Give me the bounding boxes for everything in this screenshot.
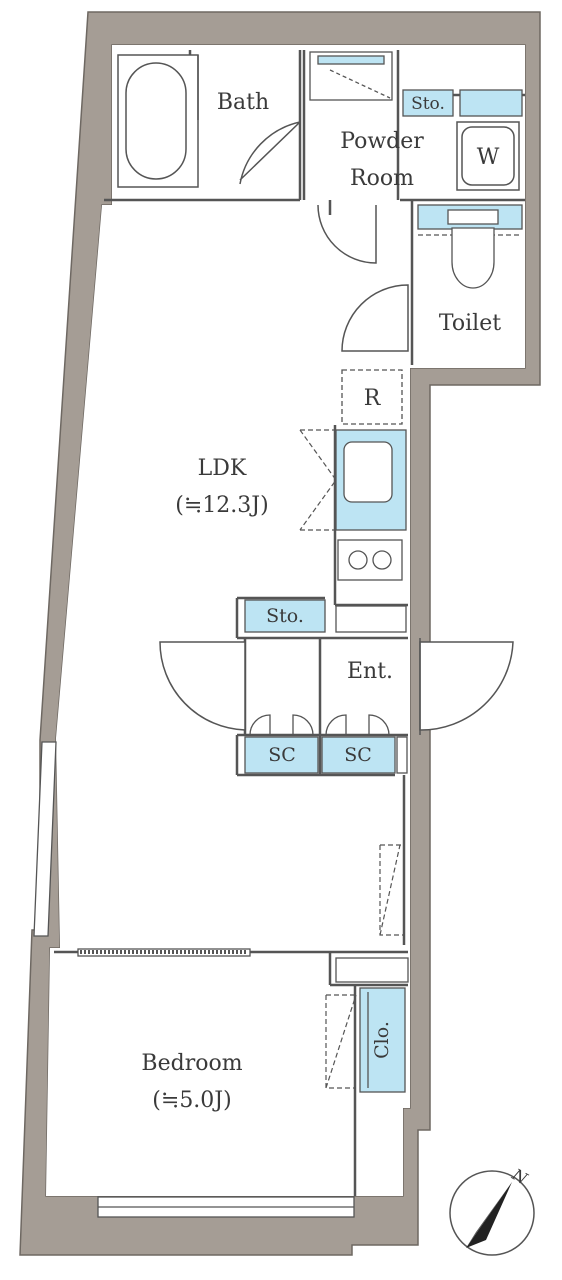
closet-label: Clo. [371, 1021, 393, 1059]
powder-sink [309, 51, 393, 101]
bedroom-area-label: (≒5.0J) [152, 1088, 231, 1113]
hall-closet-door [379, 844, 404, 936]
storage-mid-label: Sto. [266, 605, 304, 627]
windows [33, 741, 355, 1218]
meter-box [396, 736, 408, 774]
shoe-closet-right-fill [321, 736, 396, 774]
compass-icon: N [449, 1164, 535, 1256]
counter-shelf [335, 605, 407, 633]
bath-label: Bath [217, 90, 269, 115]
kitchen-sink [343, 441, 393, 503]
powder-room-label-2: Room [350, 166, 414, 191]
shoe-closet-doors [249, 714, 390, 736]
shoe-closet-left-fill [244, 736, 319, 774]
entrance-door-right [419, 641, 514, 731]
bedroom-shelf [335, 957, 409, 983]
storage-top-fill [402, 89, 454, 117]
toilet-fixture [417, 204, 523, 289]
storage-mid-fill [244, 599, 326, 633]
refrigerator-label: R [364, 386, 382, 411]
closet-door [325, 994, 357, 1089]
shelf-top [459, 89, 523, 117]
powder-room-label-1: Powder [340, 129, 424, 154]
refrigerator-space [341, 369, 403, 425]
kitchen-cabinet-doors [299, 429, 337, 531]
stove [337, 539, 403, 581]
bathtub [117, 54, 199, 188]
washer-label: W [477, 145, 500, 170]
storage-top-label: Sto. [411, 94, 445, 114]
entrance-label: Ent. [347, 659, 393, 684]
ldk-area-label: (≒12.3J) [175, 493, 268, 518]
shoe-closet-left-label: SC [268, 744, 296, 766]
shoe-closet-right-label: SC [344, 744, 372, 766]
ldk-label: LDK [198, 456, 247, 481]
bedroom-label: Bedroom [141, 1051, 242, 1076]
washer [456, 121, 520, 191]
toilet-label: Toilet [439, 311, 501, 336]
powder-door [317, 204, 377, 264]
bath-door [239, 121, 301, 185]
toilet-door [341, 284, 409, 352]
entrance-door-left [159, 641, 246, 731]
